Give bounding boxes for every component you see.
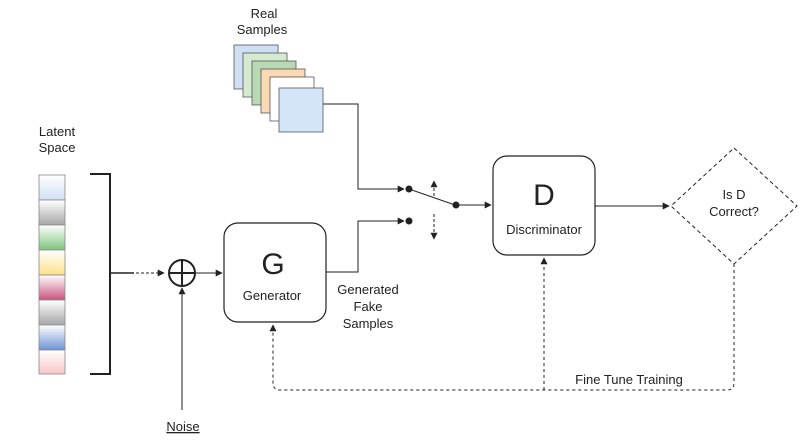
real-samples-label-line2: Samples xyxy=(237,22,288,37)
noise-label: Noise xyxy=(166,419,199,434)
fake-samples-connector xyxy=(326,217,405,273)
real-samples-label-line1: Real xyxy=(251,6,278,21)
real-samples-connector xyxy=(323,103,405,193)
generator-box: G Generator xyxy=(223,222,327,323)
decision-line2: Correct? xyxy=(709,204,759,219)
latent-vector xyxy=(38,174,66,375)
latent-cell xyxy=(38,224,66,251)
feedback-loop xyxy=(269,264,735,391)
latent-cell xyxy=(38,174,66,201)
latent-cell xyxy=(38,324,66,351)
latent-cell xyxy=(38,349,66,375)
decision-line1: Is D xyxy=(722,187,745,202)
real-samples-stack xyxy=(233,44,324,133)
generator-name: Generator xyxy=(243,288,302,303)
feedback-label: Fine Tune Training xyxy=(575,372,683,387)
latent-cell xyxy=(38,274,66,301)
latent-bracket xyxy=(90,173,111,375)
generated-label-line2: Fake xyxy=(354,299,383,314)
latent-cell xyxy=(38,199,66,226)
discriminator-box: D Discriminator xyxy=(492,155,596,256)
decision-diamond: Is D Correct? xyxy=(670,147,798,265)
latent-space-label-line2: Space xyxy=(39,140,76,155)
sample-switch xyxy=(405,180,460,240)
discriminator-letter: D xyxy=(533,179,555,212)
latent-cell xyxy=(38,249,66,276)
latent-space-label-line1: Latent xyxy=(39,124,76,139)
latent-cell xyxy=(38,299,66,326)
generated-label-line3: Samples xyxy=(343,316,394,331)
discriminator-name: Discriminator xyxy=(506,222,583,237)
generated-label-line1: Generated xyxy=(337,282,398,297)
generator-letter: G xyxy=(261,248,284,281)
sample-card xyxy=(278,87,324,133)
sum-icon xyxy=(168,259,196,287)
